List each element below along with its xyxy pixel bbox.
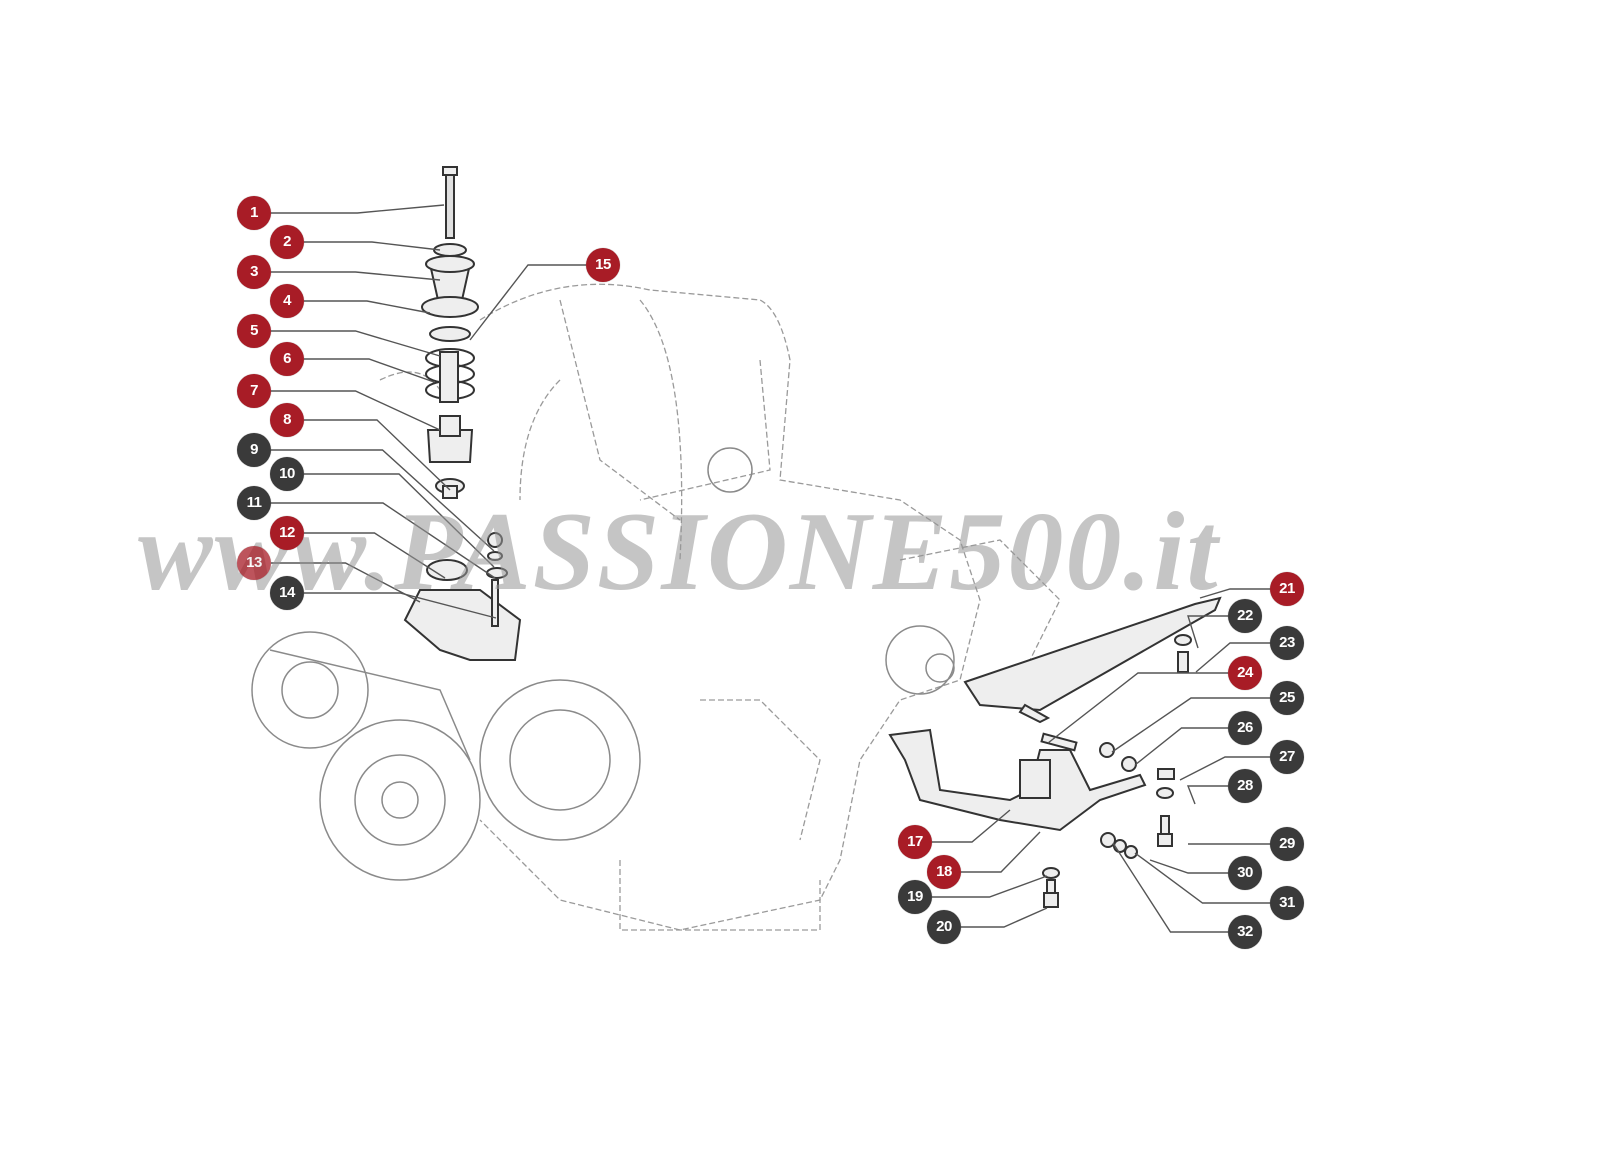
leader-lines <box>271 204 1270 933</box>
part-callout-25[interactable]: 25 <box>1270 681 1304 715</box>
part-callout-12[interactable]: 12 <box>270 516 304 550</box>
part-callout-24[interactable]: 24 <box>1228 656 1262 690</box>
leader-line-17 <box>932 809 1011 843</box>
part-callout-21[interactable]: 21 <box>1270 572 1304 606</box>
leader-line-21 <box>1199 588 1270 599</box>
leader-line-28 <box>1186 785 1228 805</box>
leader-line-3 <box>271 271 441 281</box>
part-callout-4[interactable]: 4 <box>270 284 304 318</box>
part-callout-29[interactable]: 29 <box>1270 827 1304 861</box>
part-callout-28[interactable]: 28 <box>1228 769 1262 803</box>
leader-line-24 <box>1047 672 1228 744</box>
leader-line-20 <box>961 907 1048 928</box>
part-callout-9[interactable]: 9 <box>237 433 271 467</box>
leader-line-14 <box>304 592 497 619</box>
part-callout-13[interactable]: 13 <box>237 546 271 580</box>
part-callout-22[interactable]: 22 <box>1228 599 1262 633</box>
leader-line-25 <box>1111 697 1270 753</box>
leader-line-11 <box>271 502 496 579</box>
part-callout-14[interactable]: 14 <box>270 576 304 610</box>
leader-line-13 <box>271 562 421 603</box>
part-callout-19[interactable]: 19 <box>898 880 932 914</box>
part-callout-18[interactable]: 18 <box>927 855 961 889</box>
part-callout-31[interactable]: 31 <box>1270 886 1304 920</box>
part-callout-6[interactable]: 6 <box>270 342 304 376</box>
part-callout-8[interactable]: 8 <box>270 403 304 437</box>
leader-line-32 <box>1112 842 1228 933</box>
leader-line-4 <box>304 300 431 314</box>
leader-line-10 <box>304 473 495 568</box>
leader-line-23 <box>1195 642 1270 673</box>
leader-line-19 <box>932 875 1048 898</box>
part-callout-32[interactable]: 32 <box>1228 915 1262 949</box>
leader-line-27 <box>1179 756 1270 781</box>
leader-line-8 <box>304 419 451 491</box>
leader-line-6 <box>304 358 435 383</box>
leader-line-18 <box>961 831 1041 873</box>
part-callout-11[interactable]: 11 <box>237 486 271 520</box>
mount-stack-parts <box>403 166 522 661</box>
leader-line-5 <box>271 330 441 357</box>
leader-line-31 <box>1134 852 1270 904</box>
crossmember-parts <box>888 596 1222 908</box>
part-callout-26[interactable]: 26 <box>1228 711 1262 745</box>
part-callout-17[interactable]: 17 <box>898 825 932 859</box>
leader-line-2 <box>304 241 441 251</box>
part-callout-20[interactable]: 20 <box>927 910 961 944</box>
part-callout-3[interactable]: 3 <box>237 255 271 289</box>
leader-line-22 <box>1187 615 1228 649</box>
part-callout-5[interactable]: 5 <box>237 314 271 348</box>
part-callout-30[interactable]: 30 <box>1228 856 1262 890</box>
part-callout-27[interactable]: 27 <box>1270 740 1304 774</box>
leader-line-1 <box>271 204 445 214</box>
part-callout-15[interactable]: 15 <box>586 248 620 282</box>
leader-line-30 <box>1149 859 1228 874</box>
part-callout-23[interactable]: 23 <box>1270 626 1304 660</box>
part-callout-2[interactable]: 2 <box>270 225 304 259</box>
pulley-drawings <box>251 447 955 881</box>
leader-line-9 <box>271 449 495 552</box>
leader-line-7 <box>271 390 441 431</box>
leader-line-26 <box>1134 727 1228 766</box>
part-callout-7[interactable]: 7 <box>237 374 271 408</box>
engine-block-outline <box>379 283 1061 931</box>
part-callout-1[interactable]: 1 <box>237 196 271 230</box>
leader-line-12 <box>304 532 446 579</box>
part-callout-10[interactable]: 10 <box>270 457 304 491</box>
leader-line-15 <box>469 264 586 341</box>
